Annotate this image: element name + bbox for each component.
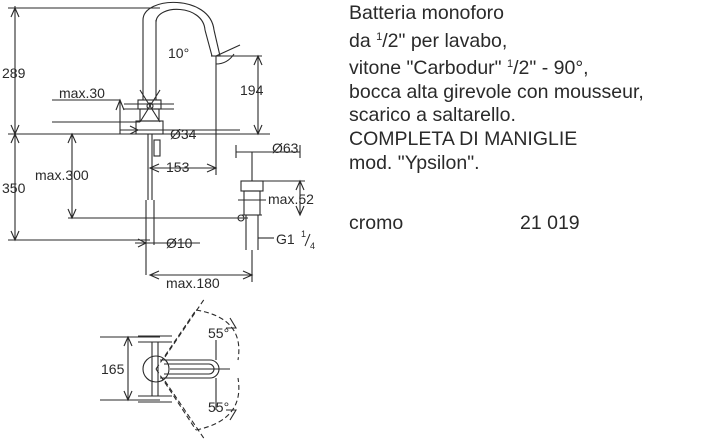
product-description: Batteria monoforo da 1/2" per lavabo, vi… [349,2,704,175]
dim-dia63-label: Ø63 [272,140,299,156]
desc-line-2-post: /2" per lavabo, [382,29,508,52]
thread-numerator: 1 [301,229,306,239]
dim-max180-line [148,250,254,282]
plan-view [100,297,240,441]
dim-153-label: 153 [166,159,190,175]
desc-line-3-num: 1 [507,58,514,71]
dim-max180-label: max.180 [166,275,220,291]
dim-g114-label: G1 1 4 [276,229,315,251]
dim-max300-label: max.300 [35,167,89,183]
desc-line-2-pre: da [349,29,377,52]
dim-194-label: 194 [240,82,264,98]
dim-55deg-top-label: 55° [208,325,229,341]
desc-line-6: COMPLETA DI MANIGLIE [349,127,578,150]
dim-289-line [8,6,160,136]
product-finish: cromo [349,212,404,234]
desc-line-3: vitone "Carbodur" 1/2" - 90°, [349,53,704,81]
dim-55deg-bottom-label: 55° [208,399,229,415]
product-code: 21 019 [520,212,580,234]
dim-dia34-line [120,125,240,135]
dim-194-line [253,54,263,136]
dim-289-label: 289 [2,65,26,81]
desc-line-1: Batteria monoforo [349,2,505,24]
handle-side-view [124,89,174,123]
desc-line-5: scarico a saltarello. [349,104,516,127]
desc-line-4: bocca alta girevole con mousseur, [349,80,644,103]
dim-dia10-label: Ø10 [166,235,193,251]
dim-max52-line [262,179,305,217]
desc-line-3-pre: vitone "Carbodur" [349,57,508,80]
dim-350-line [8,132,150,242]
dim-dia34-label: Ø34 [170,126,197,142]
dim-10deg-line [215,44,262,134]
desc-line-2: da 1/2" per lavabo, [349,26,704,54]
thread-denominator: 4 [310,241,315,251]
dim-max30-label: max.30 [59,85,105,101]
dim-max300-line [67,132,248,220]
waste-pop-up [235,145,301,250]
dim-153-line [148,134,218,175]
thread-prefix: G1 [276,231,295,247]
desc-line-2-num: 1 [376,30,383,43]
dim-165-label: 165 [101,361,125,377]
dim-dia10-line [135,200,200,275]
desc-line-3-post: /2" - 90°, [513,57,589,80]
dim-10deg-label: 10° [168,45,189,61]
dim-max52-label: max.52 [268,191,314,207]
desc-line-7: mod. "Ypsilon". [349,151,480,174]
dim-max30-line [52,98,140,134]
dim-350-label: 350 [2,180,26,196]
